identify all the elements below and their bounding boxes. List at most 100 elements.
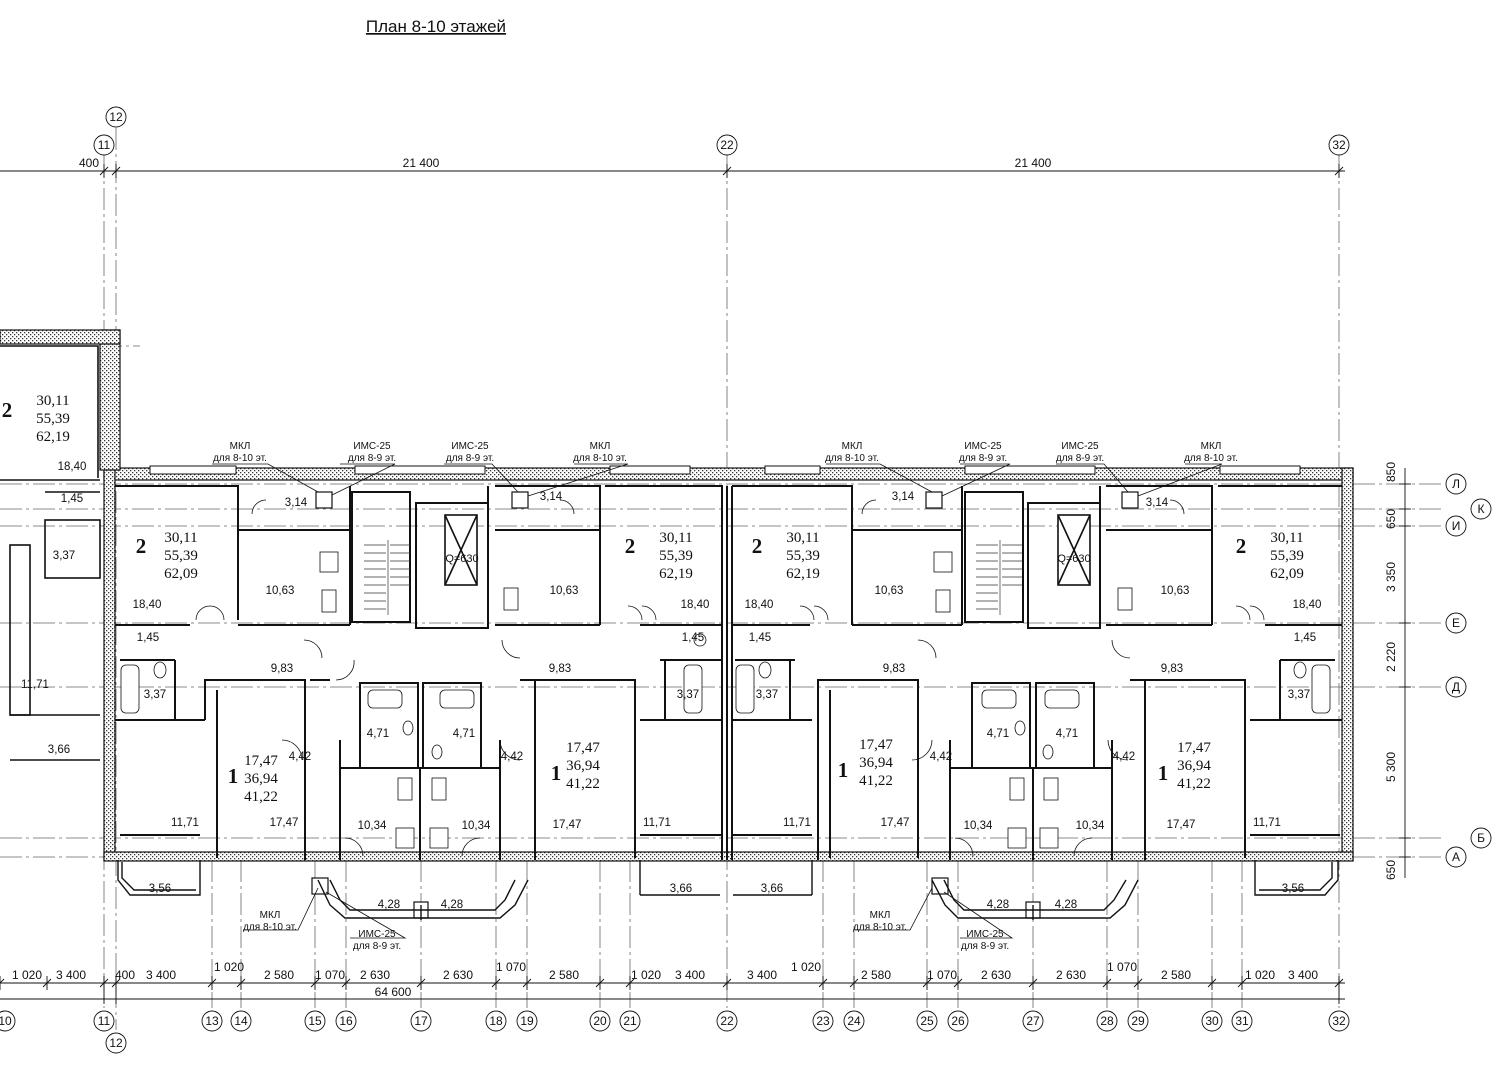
ims-note-5: для 8-9 эт. xyxy=(353,941,401,952)
svg-text:41,22: 41,22 xyxy=(566,776,600,792)
ims-note-4: для 8-9 эт. xyxy=(1056,453,1104,464)
svg-text:4,28: 4,28 xyxy=(441,899,463,911)
top-dim-400: 400 xyxy=(79,156,99,170)
ims-label-4: ИМС-25 xyxy=(1061,441,1099,452)
svg-text:30,11: 30,11 xyxy=(786,530,819,546)
apartment-2room-2: 2 30,11 55,39 62,19 xyxy=(625,530,693,582)
mkl-note-4: для 8-10 эт. xyxy=(1184,453,1238,464)
bottom-dim-17: 1 070 xyxy=(927,968,957,982)
apartment-2room-partial: 2 30,11 55,39 62,19 xyxy=(2,393,70,445)
svg-text:3,14: 3,14 xyxy=(540,491,563,503)
apartment-1room-3: 1 17,47 36,94 41,22 xyxy=(838,737,894,789)
svg-text:1: 1 xyxy=(228,764,239,788)
bottom-dim-21: 2 580 xyxy=(1161,968,1191,982)
axis-bubble-bottom-18: 18 xyxy=(489,1014,503,1028)
svg-text:17,47: 17,47 xyxy=(1167,819,1196,831)
axis-bubble-bottom-32: 32 xyxy=(1332,1014,1346,1028)
svg-text:4,71: 4,71 xyxy=(987,728,1009,740)
bottom-dim-overall: 64 600 xyxy=(375,985,412,999)
axis-bubble-top-22: 22 xyxy=(720,138,734,152)
axis-bubble-bottom-20: 20 xyxy=(593,1014,607,1028)
svg-text:4,71: 4,71 xyxy=(1056,728,1078,740)
axis-bubble-bottom-23: 23 xyxy=(816,1014,830,1028)
axis-bubble-E: Е xyxy=(1452,616,1460,630)
svg-text:4,28: 4,28 xyxy=(378,899,400,911)
apartment-1room-1: 1 17,47 36,94 41,22 xyxy=(228,753,279,805)
bottom-dim-20: 1 070 xyxy=(1107,960,1137,974)
svg-text:17,47: 17,47 xyxy=(881,817,910,829)
right-dimension-chain xyxy=(1399,468,1411,878)
svg-text:1,45: 1,45 xyxy=(1294,632,1316,644)
svg-text:17,47: 17,47 xyxy=(859,737,893,753)
svg-text:3,66: 3,66 xyxy=(761,883,783,895)
sanitary-fixtures xyxy=(120,551,1331,849)
svg-text:3,37: 3,37 xyxy=(756,689,778,701)
mkl-note-5: для 8-10 эт. xyxy=(243,922,297,933)
axis-bubble-top-32: 32 xyxy=(1332,138,1346,152)
svg-text:18,40: 18,40 xyxy=(1293,599,1322,611)
svg-text:2: 2 xyxy=(2,398,13,422)
svg-text:11,71: 11,71 xyxy=(171,817,199,829)
svg-text:30,11: 30,11 xyxy=(1270,530,1303,546)
svg-text:30,11: 30,11 xyxy=(36,393,69,409)
svg-text:55,39: 55,39 xyxy=(786,548,820,564)
svg-text:3,14: 3,14 xyxy=(892,491,915,503)
right-dim-850: 850 xyxy=(1384,462,1398,482)
right-dim-5300: 5 300 xyxy=(1384,752,1398,782)
ims-note-3: для 8-9 эт. xyxy=(959,453,1007,464)
bottom-dim-19: 2 630 xyxy=(1056,968,1086,982)
svg-text:2: 2 xyxy=(1236,534,1247,558)
svg-text:10,63: 10,63 xyxy=(1161,585,1190,597)
axis-bubble-bottom-25: 25 xyxy=(920,1014,934,1028)
mkl-label-2: МКЛ xyxy=(590,441,611,452)
axis-bubble-top-12: 12 xyxy=(109,110,123,124)
axis-bubble-bottom-31: 31 xyxy=(1235,1014,1249,1028)
drawing-title: План 8-10 этажей xyxy=(366,17,506,36)
svg-text:41,22: 41,22 xyxy=(859,773,893,789)
svg-text:4,28: 4,28 xyxy=(1055,899,1077,911)
svg-text:30,11: 30,11 xyxy=(164,530,197,546)
mkl-label-5: МКЛ xyxy=(260,910,281,921)
axis-bubble-A: А xyxy=(1452,850,1460,864)
svg-text:1: 1 xyxy=(838,758,849,782)
svg-text:3,56: 3,56 xyxy=(1282,883,1304,895)
svg-text:10,34: 10,34 xyxy=(964,820,993,832)
svg-text:55,39: 55,39 xyxy=(164,548,198,564)
svg-text:3,14: 3,14 xyxy=(1146,497,1169,509)
top-dim-span-1: 21 400 xyxy=(403,156,440,170)
svg-text:3,14: 3,14 xyxy=(285,497,308,509)
svg-text:1: 1 xyxy=(551,761,562,785)
apartment-2room-1: 2 30,11 55,39 62,09 xyxy=(136,530,198,582)
apartment-2room-4: 2 30,11 55,39 62,09 xyxy=(1236,530,1304,582)
bottom-dim-10: 1 070 xyxy=(496,960,526,974)
svg-text:17,47: 17,47 xyxy=(566,740,600,756)
mkl-label-6: МКЛ xyxy=(870,910,891,921)
svg-text:11,71: 11,71 xyxy=(643,817,671,829)
bottom-dim-3: 400 xyxy=(115,968,135,982)
elevator-label-right: Q=630 xyxy=(1057,553,1090,565)
ims-note-6: для 8-9 эт. xyxy=(961,941,1009,952)
svg-text:55,39: 55,39 xyxy=(36,411,70,427)
svg-text:17,47: 17,47 xyxy=(244,753,278,769)
bottom-dim-4: 3 400 xyxy=(146,968,176,982)
svg-text:10,63: 10,63 xyxy=(875,585,904,597)
ims-label-5: ИМС-25 xyxy=(358,929,396,940)
axis-bubble-L: Л xyxy=(1452,477,1460,491)
bottom-dim-8: 2 630 xyxy=(360,968,390,982)
mkl-note-1: для 8-10 эт. xyxy=(213,453,267,464)
svg-text:62,19: 62,19 xyxy=(786,566,820,582)
left-partial-unit xyxy=(0,345,101,761)
axis-bubble-bottom-11: 11 xyxy=(98,1014,111,1028)
balconies xyxy=(117,860,1339,920)
axis-bubble-bottom-27: 27 xyxy=(1026,1014,1040,1028)
mkl-note-3: для 8-10 эт. xyxy=(825,453,879,464)
svg-text:36,94: 36,94 xyxy=(244,771,278,787)
ims-label-3: ИМС-25 xyxy=(964,441,1002,452)
svg-text:55,39: 55,39 xyxy=(659,548,693,564)
apartment-2room-3: 2 30,11 55,39 62,19 xyxy=(752,530,820,582)
svg-text:4,71: 4,71 xyxy=(367,728,389,740)
svg-text:10,34: 10,34 xyxy=(462,820,491,832)
axis-bubble-bottom-26: 26 xyxy=(951,1014,965,1028)
bottom-dim-16: 2 580 xyxy=(861,968,891,982)
